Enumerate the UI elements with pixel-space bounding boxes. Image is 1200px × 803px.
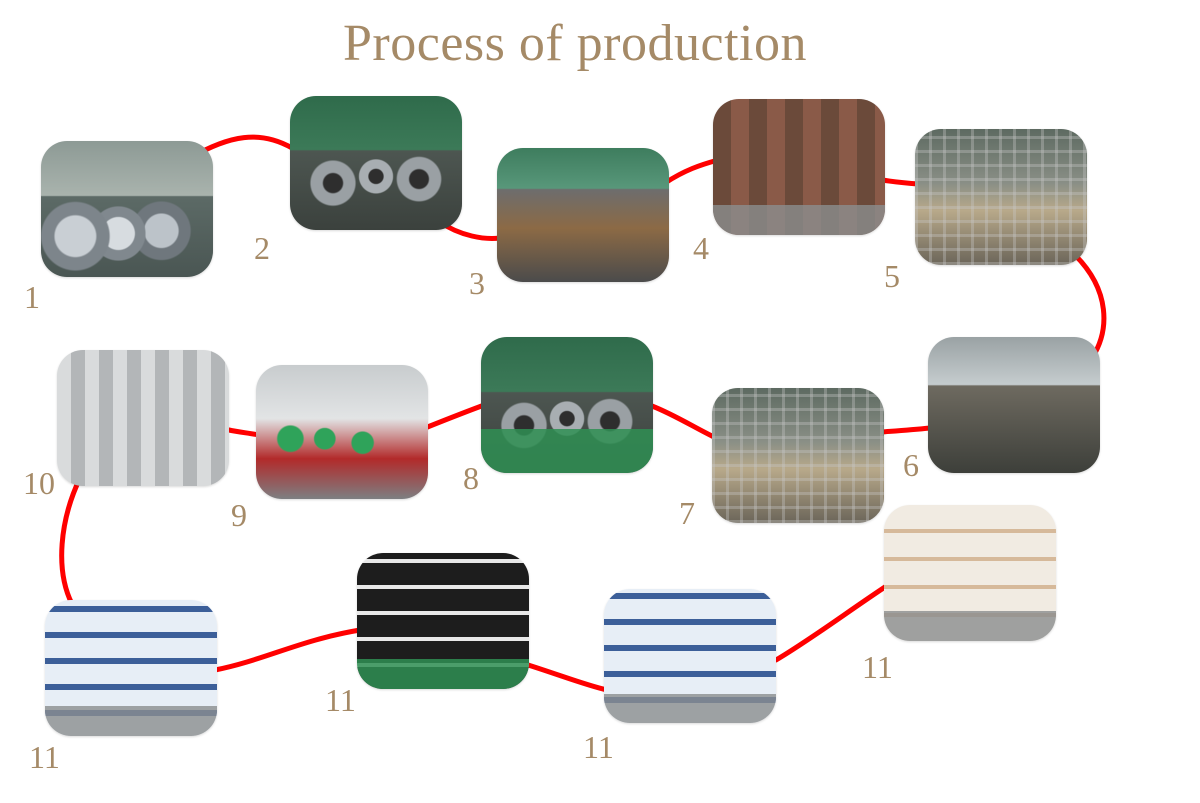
step-11-photo-c bbox=[604, 589, 776, 723]
step-7-photo bbox=[712, 388, 884, 523]
connector-9-10 bbox=[226, 427, 262, 438]
step-9-photo bbox=[256, 365, 428, 499]
page-title: Process of production bbox=[343, 15, 807, 72]
step-number: 11 bbox=[862, 649, 893, 685]
step-number: 11 bbox=[583, 729, 614, 765]
step-4-photo bbox=[713, 99, 885, 235]
connector-11b-11c bbox=[522, 661, 610, 693]
step-6-photo bbox=[928, 337, 1100, 473]
step-number: 11 bbox=[29, 739, 60, 775]
connector-10-11a bbox=[59, 475, 83, 607]
step-5-photo bbox=[915, 129, 1087, 265]
connector-6-7 bbox=[879, 425, 933, 435]
connector-5-6 bbox=[1072, 252, 1107, 361]
step-number: 10 bbox=[23, 465, 55, 501]
connector-11a-11b bbox=[212, 627, 363, 673]
step-11-photo-a bbox=[45, 600, 217, 736]
connector-7-8 bbox=[649, 403, 719, 441]
step-number: 7 bbox=[679, 495, 695, 531]
step-11-photo-d bbox=[884, 505, 1056, 641]
step-3-photo bbox=[497, 148, 669, 282]
step-number: 8 bbox=[463, 460, 479, 496]
connector-11c-11d bbox=[773, 582, 891, 663]
connector-3-4 bbox=[662, 157, 721, 186]
connector-4-5 bbox=[879, 177, 921, 187]
step-1-photo bbox=[41, 141, 213, 277]
step-number: 9 bbox=[231, 497, 247, 533]
step-number: 1 bbox=[24, 279, 40, 315]
connector-8-9 bbox=[422, 401, 490, 431]
step-2-photo bbox=[290, 96, 462, 230]
step-number: 11 bbox=[325, 682, 356, 718]
step-8-photo bbox=[481, 337, 653, 473]
step-11-photo-b bbox=[357, 553, 529, 689]
step-number: 3 bbox=[469, 265, 485, 301]
step-number: 2 bbox=[254, 230, 270, 266]
step-number: 6 bbox=[903, 447, 919, 483]
step-10-photo bbox=[57, 350, 229, 486]
step-number: 4 bbox=[693, 230, 709, 266]
step-number: 5 bbox=[884, 258, 900, 294]
